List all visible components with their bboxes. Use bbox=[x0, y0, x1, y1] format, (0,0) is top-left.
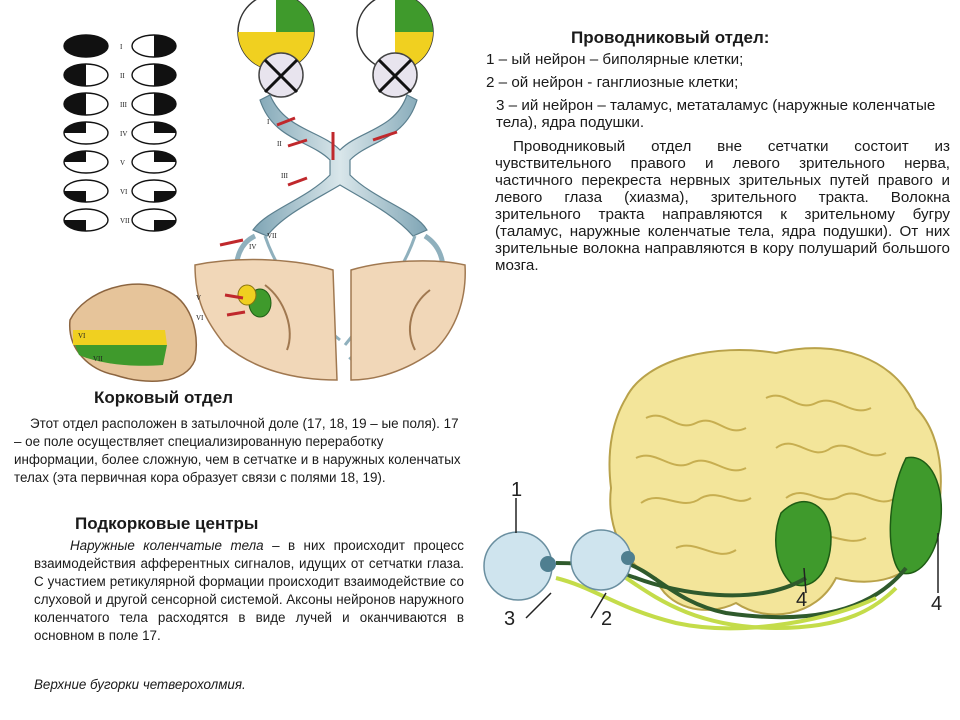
field-row-label: VII bbox=[120, 217, 130, 225]
pathway-level-label: V bbox=[196, 294, 201, 302]
optic-nerves-chiasm bbox=[252, 94, 428, 237]
cortex-label: VI bbox=[78, 332, 86, 340]
pathway-level-label: IV bbox=[249, 243, 256, 251]
conductive-line-1: 1 – ый нейрон – биполярные клетки; bbox=[486, 51, 744, 68]
subcortical-body: – в них происходит процесс взаимодействи… bbox=[34, 538, 464, 643]
label-4-right: 4 bbox=[931, 593, 942, 615]
left-eyeball-icon bbox=[258, 52, 304, 98]
field-defect-fill bbox=[64, 220, 86, 231]
field-row-label: I bbox=[120, 43, 123, 51]
field-defect-fill bbox=[154, 35, 176, 57]
field-defect-fill bbox=[64, 93, 86, 115]
field-defect-fill bbox=[154, 191, 176, 202]
brain-eyes-diagram: 1 2 3 4 4 bbox=[483, 347, 943, 631]
field-defect-fill bbox=[64, 151, 86, 162]
pathway-level-label: III bbox=[281, 172, 289, 180]
left-eye-icon bbox=[570, 529, 635, 591]
lesion-marks bbox=[219, 116, 398, 247]
field-row-label: II bbox=[120, 72, 125, 80]
field-defect-fill bbox=[64, 191, 86, 202]
right-eye-icon bbox=[483, 531, 556, 601]
label-4-left: 4 bbox=[796, 589, 807, 611]
field-defect-fill bbox=[64, 35, 108, 57]
label-2: 2 bbox=[601, 608, 612, 630]
field-defect-fill bbox=[154, 122, 176, 133]
conductive-line-3: 3 – ий нейрон – таламус, метаталамус (на… bbox=[496, 97, 936, 131]
conductive-line-2: 2 – ой нейрон - ганглиозные клетки; bbox=[486, 74, 739, 91]
pathway-level-label: VII bbox=[267, 232, 277, 240]
subcortical-text: Наружные коленчатые тела – в них происхо… bbox=[34, 537, 464, 645]
field-defect-fill bbox=[64, 122, 86, 133]
subcortical-footer: Верхние бугорки четверохолмия. bbox=[34, 677, 246, 692]
right-visual-cortex bbox=[889, 456, 943, 575]
field-defect-fill bbox=[154, 151, 176, 162]
pathway-level-label: II bbox=[277, 140, 282, 148]
left-visual-cortex bbox=[775, 500, 832, 587]
field-defect-fill bbox=[154, 93, 176, 115]
field-defect-fill bbox=[154, 64, 176, 86]
cortical-text: Этот отдел расположен в затылочной доле … bbox=[14, 416, 461, 485]
field-defect-fill bbox=[64, 64, 86, 86]
right-eyeball-icon bbox=[372, 52, 418, 98]
left-occipital-section bbox=[194, 258, 338, 381]
subcortical-term: Наружные коленчатые тела bbox=[70, 538, 264, 553]
brain-icon bbox=[608, 347, 942, 616]
conductive-title: Проводниковый отдел: bbox=[571, 28, 770, 47]
label-3: 3 bbox=[504, 608, 515, 630]
subcortical-title: Подкорковые центры bbox=[75, 514, 259, 533]
field-defect-fill bbox=[154, 220, 176, 231]
cortical-title: Корковый отдел bbox=[94, 388, 234, 407]
label-1: 1 bbox=[511, 479, 522, 501]
field-row-label: V bbox=[120, 159, 125, 167]
field-row-label: VI bbox=[120, 188, 128, 196]
conductive-paragraph: Проводниковый отдел вне сетчатки состоит… bbox=[495, 138, 950, 274]
right-occipital-section bbox=[350, 260, 466, 381]
pathway-level-label: VI bbox=[196, 314, 204, 322]
field-row-label: III bbox=[120, 101, 128, 109]
pathway-level-label: I bbox=[267, 118, 270, 126]
cortex-label: VII bbox=[93, 355, 103, 363]
field-row-label: IV bbox=[120, 130, 127, 138]
